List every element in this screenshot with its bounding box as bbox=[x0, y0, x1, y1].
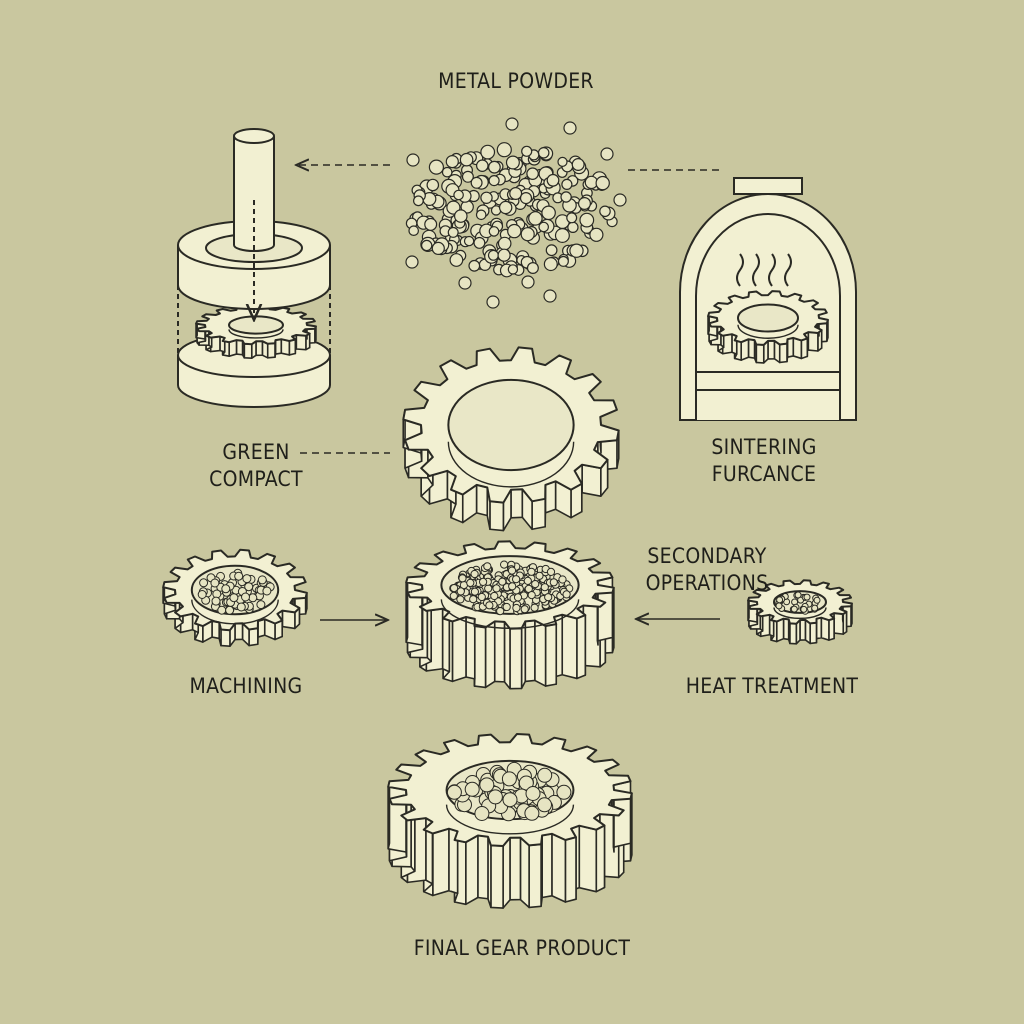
green-compact-gear-icon bbox=[402, 346, 620, 532]
label-secondary-operations: SECONDARY OPERATIONS bbox=[645, 544, 769, 595]
compaction-press-icon bbox=[177, 128, 331, 408]
connector-arrows bbox=[296, 165, 722, 620]
label-machining: MACHINING bbox=[189, 674, 303, 698]
sintering-furnace-icon bbox=[679, 177, 857, 421]
label-metal-powder: METAL POWDER bbox=[438, 69, 594, 93]
label-heat-treatment: HEAT TREATMENT bbox=[685, 674, 859, 698]
heat-treatment-gear-icon bbox=[747, 579, 853, 645]
label-sintering-furnace: SINTERING FURCANCE bbox=[711, 435, 817, 486]
sintered-gear-icon bbox=[405, 540, 615, 690]
machining-gear-icon bbox=[162, 548, 308, 648]
final-gear-icon bbox=[387, 733, 633, 909]
metal-powder-icon bbox=[405, 117, 627, 309]
label-green-compact: GREEN COMPACT bbox=[209, 440, 303, 491]
label-final-gear-product: FINAL GEAR PRODUCT bbox=[413, 936, 631, 960]
